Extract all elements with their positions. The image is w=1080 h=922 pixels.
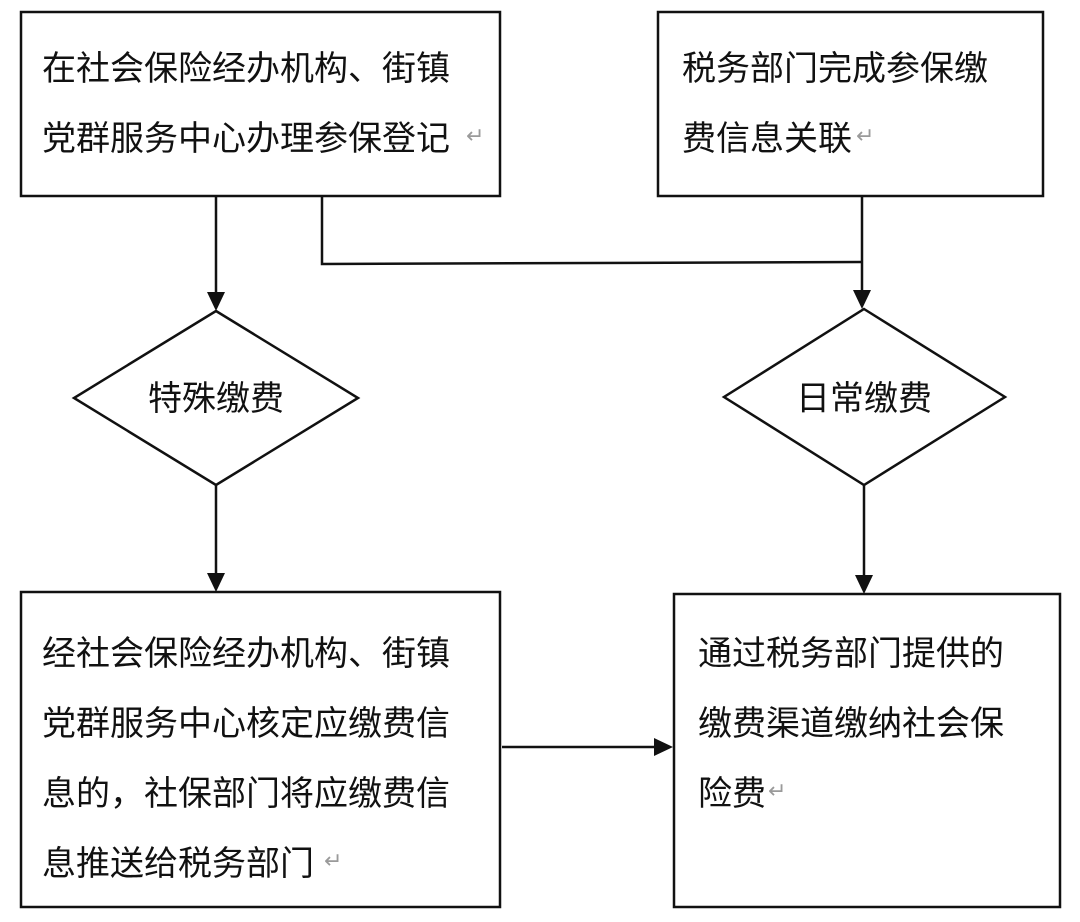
pay-channel-line-2: 缴费渠道缴纳社会保: [698, 704, 1004, 744]
connector-register-to-daily: [320, 196, 863, 266]
daily-payment-label: 日常缴费: [796, 379, 932, 419]
tax-link-line-1: 税务部门完成参保缴: [682, 49, 988, 89]
verify-line-4: 息推送给税务部门: [42, 844, 314, 884]
pay-channel-line-3: 险费: [698, 774, 766, 814]
tax-link-return-mark: ↵: [856, 124, 874, 149]
verify-line-3: 息的，社保部门将应缴费信: [42, 774, 450, 814]
register-line-1: 在社会保险经办机构、街镇: [42, 49, 450, 89]
pay-channel-line-1: 通过税务部门提供的: [698, 634, 1004, 674]
register-box: 在社会保险经办机构、街镇 党群服务中心办理参保登记 ↵: [19, 10, 502, 198]
arrow-verify-to-pay: [502, 738, 673, 756]
arrow-register-to-special: [207, 196, 225, 311]
register-return-mark: ↵: [466, 124, 484, 149]
verify-line-2: 党群服务中心核定应缴费信: [42, 704, 450, 744]
special-payment-diamond: 特殊缴费: [71, 309, 361, 487]
arrow-daily-to-pay: [855, 485, 873, 594]
verify-box: 经社会保险经办机构、街镇 党群服务中心核定应缴费信 息的，社保部门将应缴费信 息…: [19, 590, 502, 909]
verify-line-1: 经社会保险经办机构、街镇: [42, 634, 450, 674]
pay-channel-box: 通过税务部门提供的 缴费渠道缴纳社会保 险费 ↵: [672, 592, 1062, 909]
arrow-special-to-verify: [207, 485, 225, 592]
register-line-2: 党群服务中心办理参保登记: [42, 119, 450, 159]
arrow-tax-to-daily: [853, 196, 871, 309]
tax-link-line-2: 费信息关联: [682, 119, 852, 159]
special-payment-label: 特殊缴费: [148, 379, 284, 419]
pay-channel-return-mark: ↵: [768, 779, 786, 804]
verify-return-mark: ↵: [324, 849, 342, 874]
tax-link-box: 税务部门完成参保缴 费信息关联 ↵: [656, 10, 1045, 198]
daily-payment-diamond: 日常缴费: [721, 307, 1008, 487]
